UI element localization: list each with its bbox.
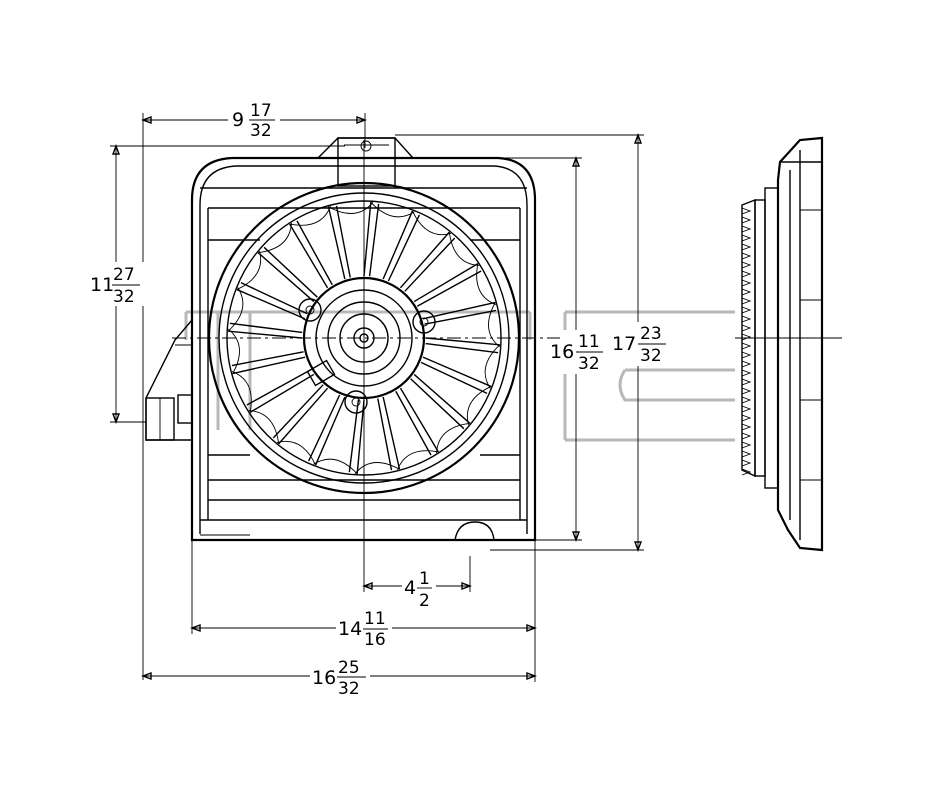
svg-text:11: 11 bbox=[90, 274, 114, 296]
side-blade-tooth bbox=[741, 396, 752, 404]
watermark bbox=[184, 310, 735, 442]
side-blade-tooth bbox=[741, 243, 752, 251]
fan-blade bbox=[246, 369, 315, 413]
side-blade-tooth bbox=[741, 360, 752, 368]
fan-blade-edge bbox=[258, 222, 292, 254]
fan-blade bbox=[327, 205, 351, 280]
side-blade-tooth bbox=[741, 234, 752, 242]
fan-blade bbox=[395, 387, 439, 456]
svg-text:16: 16 bbox=[550, 341, 574, 363]
svg-text:14: 14 bbox=[338, 618, 362, 640]
side-blade-tooth bbox=[741, 297, 752, 305]
side-blade-tooth bbox=[741, 324, 752, 332]
side-blade-tooth bbox=[741, 252, 752, 260]
svg-text:17: 17 bbox=[612, 333, 636, 355]
svg-text:32: 32 bbox=[113, 287, 135, 307]
dimension-label-offset: 4 1 2 bbox=[402, 568, 436, 611]
svg-text:25: 25 bbox=[338, 658, 360, 678]
fan-blade bbox=[382, 210, 421, 282]
side-blade-tooth bbox=[741, 306, 752, 314]
svg-text:16: 16 bbox=[364, 630, 386, 650]
fan-blade-edge bbox=[232, 371, 252, 413]
fan-blade-edge bbox=[236, 250, 261, 290]
svg-text:16: 16 bbox=[312, 667, 336, 689]
side-blade-edges bbox=[741, 207, 752, 476]
fan-blade-edge bbox=[488, 302, 500, 348]
svg-text:32: 32 bbox=[578, 354, 600, 374]
fan-blade bbox=[399, 231, 456, 292]
shroud-front-view bbox=[145, 137, 537, 542]
side-blade-tooth bbox=[741, 315, 752, 323]
fan-blade-edge bbox=[248, 410, 280, 444]
dimension-label-top-width: 9 17 32 bbox=[228, 100, 280, 141]
fan-blade bbox=[236, 281, 308, 320]
fan-blade bbox=[272, 384, 329, 445]
svg-text:11: 11 bbox=[364, 609, 386, 629]
side-blade-tooth bbox=[741, 387, 752, 395]
side-blade-tooth bbox=[741, 333, 752, 341]
svg-text:27: 27 bbox=[113, 265, 135, 285]
side-blade-tooth bbox=[741, 468, 752, 476]
fan-blade-edge bbox=[412, 210, 452, 235]
fan-blade-edge bbox=[397, 450, 439, 470]
fan-blade-edge bbox=[436, 422, 470, 454]
svg-text:17: 17 bbox=[250, 101, 272, 121]
svg-text:11: 11 bbox=[578, 332, 600, 352]
fan-blade bbox=[425, 337, 500, 354]
fan-blade bbox=[422, 301, 497, 325]
svg-text:1: 1 bbox=[419, 569, 430, 589]
fan-blade bbox=[413, 263, 482, 307]
side-blade-tooth bbox=[741, 423, 752, 431]
side-blade-tooth bbox=[741, 342, 752, 350]
fan-blade-edge bbox=[476, 263, 496, 305]
side-blade-tooth bbox=[741, 288, 752, 296]
side-blade-tooth bbox=[741, 351, 752, 359]
side-blade-tooth bbox=[741, 459, 752, 467]
side-view bbox=[735, 136, 842, 552]
svg-text:2: 2 bbox=[419, 591, 430, 611]
svg-text:32: 32 bbox=[640, 346, 662, 366]
fan-blade bbox=[231, 351, 306, 375]
side-blade-tooth bbox=[741, 432, 752, 440]
side-blade-tooth bbox=[741, 279, 752, 287]
fan-blade bbox=[410, 373, 471, 430]
dimension-label-shroud-width: 14 11 16 bbox=[336, 608, 392, 650]
fan-blade bbox=[228, 322, 303, 339]
fan-blade bbox=[348, 399, 365, 474]
side-blade-tooth bbox=[741, 450, 752, 458]
side-blade-tooth bbox=[741, 405, 752, 413]
svg-text:23: 23 bbox=[640, 324, 662, 344]
svg-text:9: 9 bbox=[232, 109, 244, 131]
side-blade-tooth bbox=[741, 378, 752, 386]
fan-blade bbox=[289, 220, 333, 289]
side-blade-tooth bbox=[741, 414, 752, 422]
side-blade-tooth bbox=[741, 369, 752, 377]
side-blade-tooth bbox=[741, 270, 752, 278]
dimension-label-total-width: 16 25 32 bbox=[310, 656, 370, 699]
fan-blade bbox=[377, 396, 401, 471]
side-blade-tooth bbox=[741, 207, 752, 215]
svg-text:32: 32 bbox=[250, 121, 272, 141]
fan-blade-edge bbox=[276, 441, 316, 466]
svg-text:32: 32 bbox=[338, 679, 360, 699]
fan-blade bbox=[307, 394, 346, 466]
fan-blade bbox=[420, 356, 492, 395]
dimension-label-inner-height: 16 11 32 bbox=[548, 330, 606, 374]
fan-blade-edge bbox=[289, 206, 331, 226]
fan-blade-edge bbox=[448, 232, 480, 266]
dimension-label-left-height: 11 27 32 bbox=[88, 262, 144, 307]
side-blade-tooth bbox=[741, 225, 752, 233]
fan-blades bbox=[227, 201, 501, 475]
svg-text:4: 4 bbox=[404, 577, 416, 599]
dimension-label-total-height: 17 23 32 bbox=[610, 322, 670, 366]
fan-blade-edge bbox=[467, 386, 492, 426]
side-blade-tooth bbox=[741, 441, 752, 449]
side-blade-tooth bbox=[741, 216, 752, 224]
side-blade-tooth bbox=[741, 261, 752, 269]
fan-blade bbox=[257, 246, 318, 303]
fan-blade bbox=[363, 202, 380, 277]
